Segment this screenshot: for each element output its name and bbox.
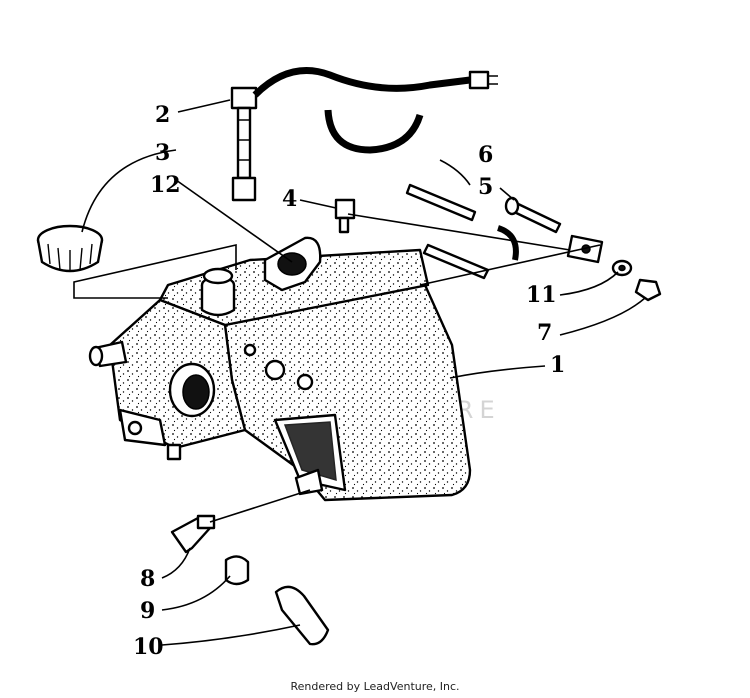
callout-6: 6: [478, 142, 493, 168]
level-sensor: [230, 67, 498, 202]
callout-8: 8: [140, 566, 155, 592]
vent-fitting: [334, 198, 356, 234]
callout-3: 3: [155, 140, 170, 166]
outlet-fittings: [170, 514, 330, 646]
filler-cap: [36, 224, 104, 273]
callout-5: 5: [478, 174, 493, 200]
oil-tank: [88, 236, 472, 502]
callout-2: 2: [155, 102, 170, 128]
callout-10: 10: [133, 634, 164, 660]
callout-1: 1: [550, 352, 565, 378]
callout-12: 12: [150, 172, 181, 198]
callout-11: 11: [526, 282, 557, 308]
callout-9: 9: [140, 598, 155, 624]
footer-credit: Rendered by LeadVenture, Inc.: [290, 680, 460, 693]
callout-4: 4: [282, 186, 297, 212]
callout-7: 7: [537, 320, 552, 346]
leader-lines: [73, 99, 646, 646]
studs: [405, 183, 562, 280]
